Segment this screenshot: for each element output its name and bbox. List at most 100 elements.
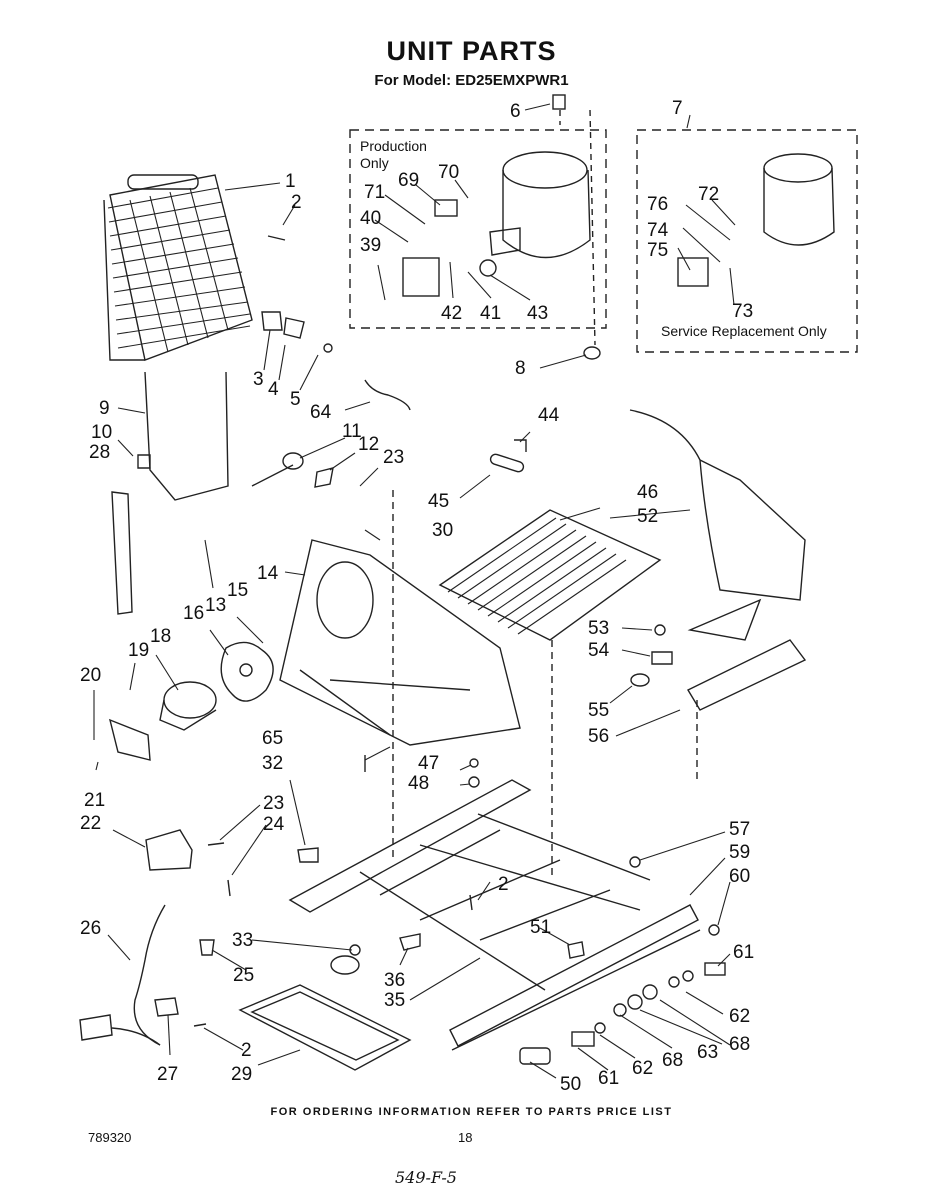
callout-57: 57 [729,819,750,840]
callout-52: 52 [637,506,658,527]
callout-68b: 68 [729,1034,750,1055]
callout-23a: 23 [383,447,404,468]
callout-24: 24 [263,814,285,835]
production-label-line2: Only [360,155,389,171]
callout-50: 50 [560,1074,581,1095]
callout-14: 14 [257,563,279,584]
callout-8: 8 [515,358,526,379]
service-replacement-box [636,129,858,353]
screw-57 [629,856,641,868]
condenser-coil [103,174,253,361]
callout-40: 40 [360,208,381,229]
callout-61a: 61 [733,942,754,963]
callout-27: 27 [157,1064,178,1085]
callout-46: 46 [637,482,658,503]
drain-trough-56 [687,639,807,711]
wire-harness-9 [144,371,229,501]
motor-bracket-19 [108,718,151,761]
grommet-48 [468,776,480,788]
callout-70: 70 [438,162,459,183]
callout-39: 39 [360,235,381,256]
callout-48: 48 [408,773,429,794]
callout-75: 75 [647,240,668,261]
callout-41: 41 [480,303,501,324]
page-title: UNIT PARTS [386,36,557,66]
callout-3: 3 [253,369,264,390]
model-subtitle: For Model: ED25EMXPWR1 [374,72,569,89]
callout-56: 56 [588,726,609,747]
rail-59 [449,904,699,1047]
callout-26: 26 [80,918,101,939]
dashed-line-6-8 [559,109,596,346]
screw-2 [267,235,286,241]
callout-60: 60 [729,866,750,887]
clamp-54 [651,651,673,665]
power-cord-26 [79,904,166,1046]
production-only-box [349,129,607,329]
callout-22: 22 [80,813,101,834]
callout-32: 32 [262,753,283,774]
compressor-service [763,153,835,246]
callout-53: 53 [588,618,609,639]
callout-18: 18 [150,626,171,647]
callout-51: 51 [530,917,551,938]
document-number: 789320 [88,1130,132,1145]
callout-59: 59 [729,842,750,863]
service-replacement-label: Service Replacement Only [661,323,827,339]
wire-64 [364,379,411,411]
callout-63: 63 [697,1042,718,1063]
callout-36: 36 [384,970,405,991]
fittings-61-68 [519,962,726,1065]
fan-motor-18 [159,681,217,731]
heater-45 [489,453,525,473]
callout-29: 29 [231,1064,252,1085]
clip-32 [297,847,319,863]
callout-68a: 68 [662,1050,683,1071]
callout-15: 15 [227,580,248,601]
callout-33: 33 [232,930,253,951]
callout-19: 19 [128,640,149,661]
callout-6: 6 [510,101,521,122]
callout-12: 12 [358,434,379,455]
strap-28 [111,491,133,615]
base-frame-35 [288,779,651,991]
mounting-brackets [261,311,305,339]
screw-5 [323,343,333,353]
capillary-tube-52 [629,409,806,601]
callout-5: 5 [290,389,301,410]
guide-lines [392,490,698,880]
relay-75 [677,257,709,287]
callout-23b: 23 [263,793,284,814]
callout-21: 21 [84,790,105,811]
relay-39 [402,257,440,297]
callout-72: 72 [698,184,719,205]
page-number: 18 [458,1130,473,1145]
drain-pan-29 [238,984,412,1071]
callout-62b: 62 [632,1058,653,1079]
callout-65: 65 [262,728,283,749]
handwritten-note: 549-F-5 [395,1168,457,1187]
fan-shroud-14 [279,539,521,746]
callout-20: 20 [80,665,101,686]
grommet-8 [583,346,601,360]
callout-54: 54 [588,640,610,661]
clip-36 [399,933,421,951]
callout-10: 10 [91,422,112,443]
callout-30: 30 [432,520,453,541]
callout-47: 47 [418,753,439,774]
cover-22 [145,829,193,871]
plug-11 [282,452,304,470]
callout-76: 76 [647,194,668,215]
callout-62a: 62 [729,1006,750,1027]
callout-28: 28 [89,442,110,463]
tube-55 [630,673,650,687]
callout-64: 64 [310,402,332,423]
callout-13: 13 [205,595,226,616]
callout-73: 73 [732,301,753,322]
callout-43: 43 [527,303,548,324]
evaporator-46 [438,509,662,641]
screw-53 [654,624,666,636]
terminal-69 [434,199,458,217]
screw-24 [227,879,231,897]
